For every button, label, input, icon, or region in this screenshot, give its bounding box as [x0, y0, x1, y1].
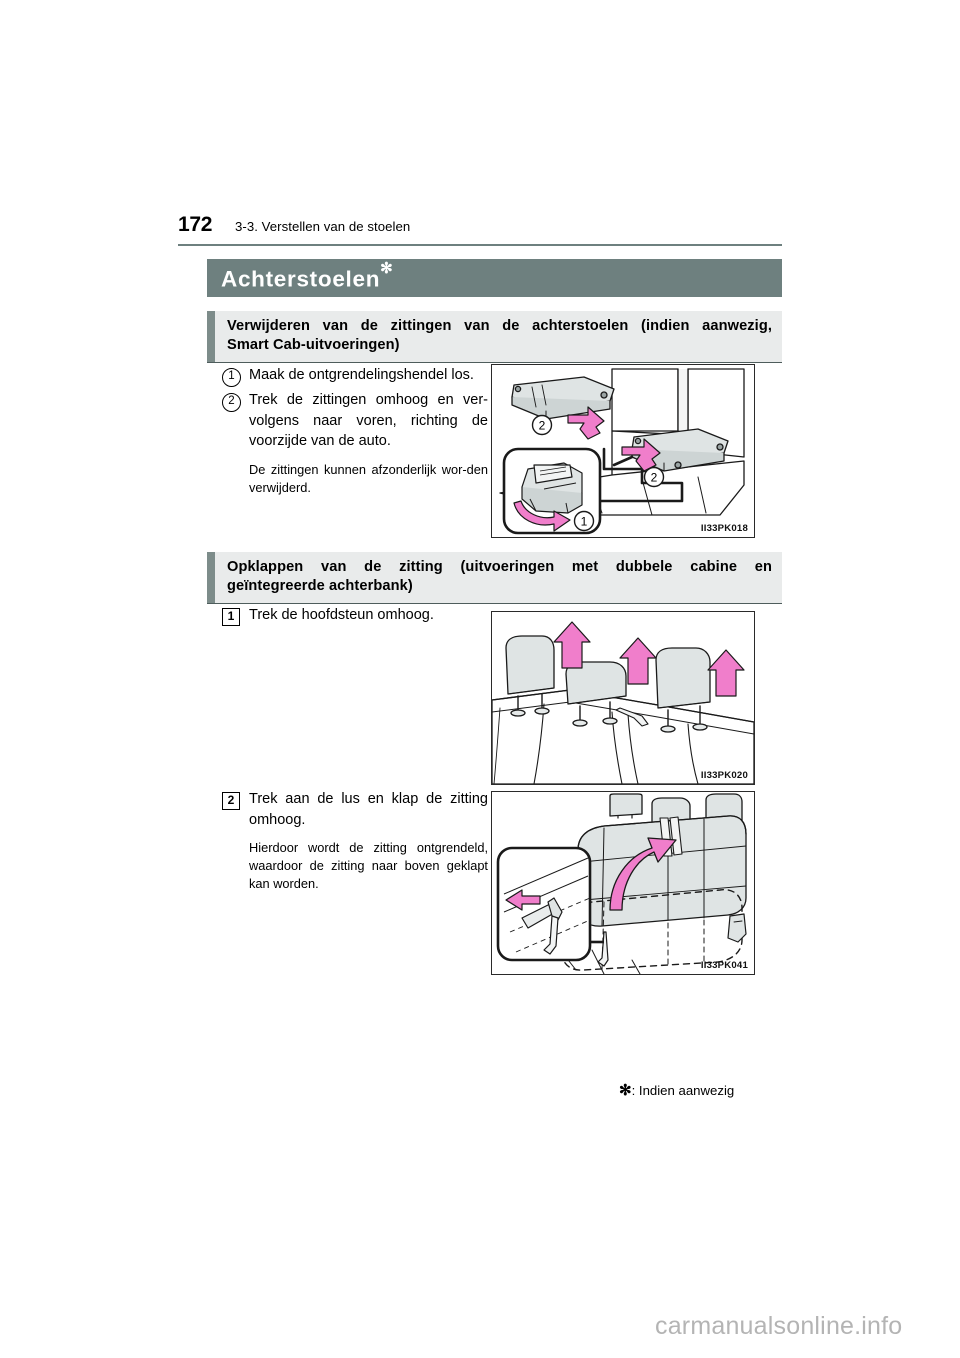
- footnote-asterisk: ✻: [619, 1082, 632, 1099]
- figure-fold-up-seat-cushion: II33PK041: [491, 791, 755, 975]
- step-marker-square: 1: [222, 608, 240, 626]
- svg-text:1: 1: [581, 515, 588, 529]
- figure-1-illustration: 2 2 1: [499, 368, 745, 535]
- figure-1-callout-2-lower: 2: [643, 466, 665, 488]
- figure-3-inset-strap: [496, 846, 592, 962]
- step-body: Trek de hoofdsteun omhoog.: [249, 605, 488, 626]
- watermark: carmanualsonline.info: [655, 1312, 903, 1340]
- figure-code: II33PK020: [700, 770, 748, 781]
- step-note: Hierdoor wordt de zitting ontgrendeld, w…: [249, 840, 488, 891]
- step-text: Maak de ontgrendelingshendel los.: [249, 367, 474, 383]
- section-accent-bar: [207, 311, 215, 362]
- section-heading-text: Verwijderen van de zittingen van de acht…: [215, 311, 782, 362]
- arrow-pull-strap: [505, 889, 541, 911]
- steps-list-section-2-step-1: 1 Trek de hoofdsteun omhoog.: [222, 605, 488, 629]
- arrow-rotate-lever: [513, 500, 571, 532]
- step-marker-circle: 1: [222, 368, 241, 387]
- footnote-text: : Indien aanwezig: [631, 1083, 735, 1098]
- step-text: Trek aan de lus en klap de zitting omhoo…: [249, 791, 488, 828]
- page-title-text: Achterstoelen: [221, 266, 381, 291]
- steps-list-section-1: 1 Maak de ontgrendelingshendel los. 2 Tr…: [222, 365, 488, 500]
- section-heading-text: Opklappen van de zitting (uitvoeringen m…: [215, 552, 782, 603]
- step-item: 2 Trek aan de lus en klap de zitting omh…: [222, 789, 488, 892]
- step-body: Maak de ontgrendelingshendel los.: [249, 365, 488, 386]
- step-marker-circle: 2: [222, 393, 241, 412]
- svg-text:2: 2: [539, 419, 546, 433]
- section-heading-line-1: Verwijderen van de zittingen van de acht…: [227, 318, 772, 334]
- step-item: 1 Trek de hoofdsteun omhoog.: [222, 605, 488, 626]
- figure-code: II33PK018: [700, 523, 748, 534]
- section-heading-line-2: Smart Cab-uitvoeringen): [227, 337, 400, 354]
- page-title: Achterstoelen✻: [207, 261, 393, 291]
- step-text: Trek de zittingen omhoog en ver-volgens …: [249, 392, 488, 450]
- section-heading-fold-up-seat-cushion: Opklappen van de zitting (uitvoeringen m…: [207, 552, 782, 604]
- figure-1-callout-2-upper: 2: [531, 414, 553, 436]
- section-heading-line-2: geïntegreerde achterbank): [227, 578, 413, 595]
- step-body: Trek aan de lus en klap de zitting omhoo…: [249, 789, 488, 892]
- page-number: 172: [178, 213, 213, 236]
- section-accent-bar: [207, 552, 215, 603]
- arrow-lift-cushion-lower: [621, 438, 661, 472]
- arrow-raise-headrest-right: [707, 649, 745, 697]
- step-item: 1 Maak de ontgrendelingshendel los.: [222, 365, 488, 387]
- page-title-asterisk: ✻: [380, 259, 394, 277]
- header-rule: [178, 244, 782, 246]
- step-body: Trek de zittingen omhoog en ver-volgens …: [249, 390, 488, 497]
- arrow-raise-headrest-left: [553, 621, 591, 669]
- step-item: 2 Trek de zittingen omhoog en ver-volgen…: [222, 390, 488, 497]
- section-heading-remove-rear-seat-cushions: Verwijderen van de zittingen van de acht…: [207, 311, 782, 363]
- running-head: 172 3-3. Verstellen van de stoelen: [178, 213, 782, 245]
- section-heading-line-1: Opklappen van de zitting (uitvoeringen m…: [227, 559, 772, 575]
- arrow-raise-headrest-middle: [619, 637, 657, 685]
- step-marker-square: 2: [222, 792, 240, 810]
- footnote: ✻: Indien aanwezig: [619, 1081, 734, 1099]
- running-head-title: 3-3. Verstellen van de stoelen: [235, 219, 411, 234]
- figure-3-illustration: [496, 793, 747, 974]
- step-note: De zittingen kunnen afzonderlijk wor-den…: [249, 462, 488, 495]
- figure-1-callout-1: 1: [573, 510, 595, 532]
- steps-list-section-2-step-2: 2 Trek aan de lus en klap de zitting omh…: [222, 789, 488, 895]
- figure-raise-head-restraints: II33PK020: [491, 611, 755, 785]
- step-text: Trek de hoofdsteun omhoog.: [249, 607, 434, 623]
- svg-text:2: 2: [651, 471, 658, 485]
- chapter-title-bar: Achterstoelen✻: [207, 259, 782, 297]
- figure-code: II33PK041: [700, 960, 748, 971]
- figure-remove-seat-cushions: 2 2 1 II33PK018: [491, 364, 755, 538]
- arrow-fold-seat-up: [609, 837, 677, 911]
- figure-2-illustration: [492, 621, 754, 784]
- arrow-lift-cushion-upper: [567, 406, 605, 440]
